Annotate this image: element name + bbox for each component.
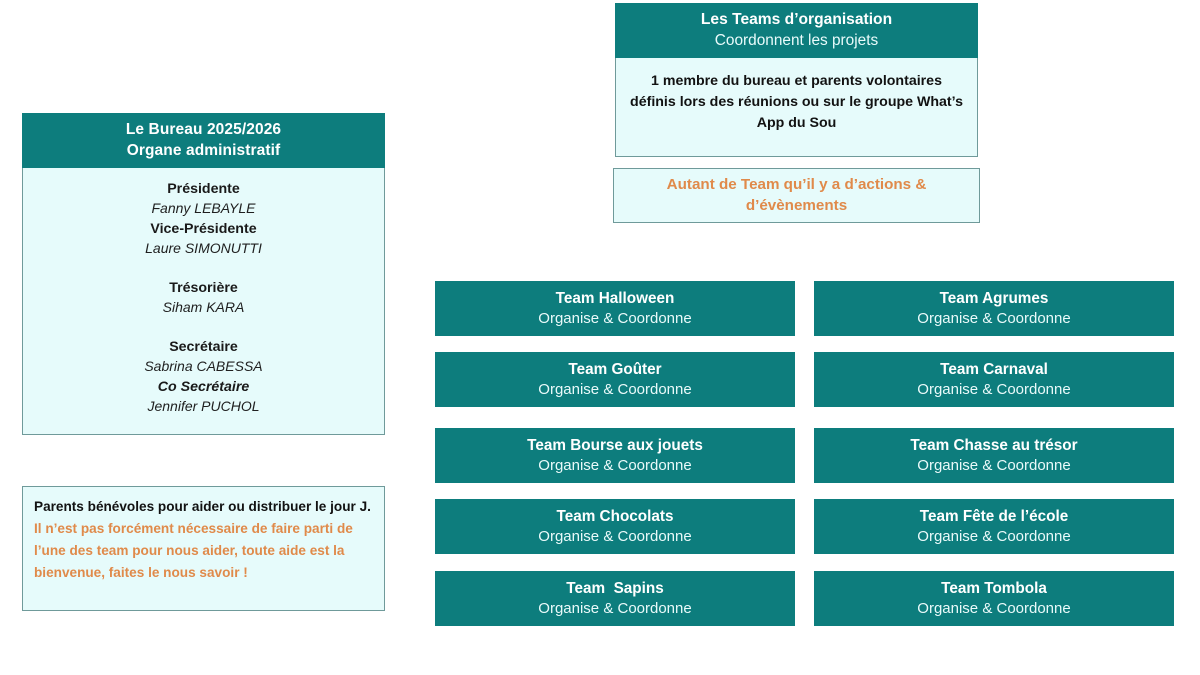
bureau-title-line1: Le Bureau 2025/2026 [125, 120, 282, 138]
team-subtitle: Organise & Coordonne [538, 380, 692, 398]
team-subtitle: Organise & Coordonne [917, 456, 1071, 474]
teams-callout-text: Autant de Team qu’il y a d’actions & d’é… [666, 175, 927, 214]
bureau-member-list: Présidente Fanny LEBAYLE Vice-Présidente… [22, 168, 385, 435]
note-orange-part: Il n’est pas forcément nécessaire de fai… [34, 521, 353, 581]
team-subtitle: Organise & Coordonne [917, 527, 1071, 545]
bureau-person: Jennifer PUCHOL [147, 398, 260, 415]
team-name: Team Chasse au trésor [910, 436, 1078, 454]
team-subtitle: Organise & Coordonne [538, 599, 692, 617]
note-dark-part: Parents bénévoles pour aider ou distribu… [34, 499, 371, 514]
bureau-person: Laure SIMONUTTI [145, 240, 262, 257]
bureau-role: Présidente [167, 181, 240, 197]
team-name: Team Tombola [941, 579, 1047, 597]
bureau-role: Secrétaire [169, 339, 238, 356]
team-name: Team Agrumes [939, 289, 1049, 307]
bureau-title-line2: Organe administratif [126, 141, 281, 159]
team-name: Team Carnaval [940, 360, 1048, 378]
teams-callout-box: Autant de Team qu’il y a d’actions & d’é… [613, 168, 980, 223]
team-subtitle: Organise & Coordonne [538, 456, 692, 474]
bureau-role: Co Secrétaire [157, 379, 250, 396]
team-subtitle: Organise & Coordonne [917, 380, 1071, 398]
bureau-person: Siham KARA [162, 299, 245, 316]
teams-description-box: 1 membre du bureau et parents volontaire… [615, 58, 978, 157]
team-subtitle: Organise & Coordonne [917, 309, 1071, 327]
bureau-role: Trésorière [169, 280, 238, 297]
team-subtitle: Organise & Coordonne [538, 527, 692, 545]
bureau-role: Vice-Présidente [150, 221, 257, 238]
team-subtitle: Organise & Coordonne [538, 309, 692, 327]
team-name: Team Halloween [555, 289, 675, 307]
team-name: Team Bourse aux jouets [527, 436, 703, 454]
team-subtitle: Organise & Coordonne [917, 599, 1071, 617]
spacer [33, 259, 374, 278]
teams-header: Les Teams d’organisation Coordonnent les… [615, 3, 978, 58]
team-name: Team Goûter [568, 360, 662, 378]
team-name: Team Chocolats [556, 507, 674, 525]
volunteer-note-text: Parents bénévoles pour aider ou distribu… [34, 496, 373, 584]
teams-header-subtitle: Coordonnent les projets [714, 31, 879, 49]
volunteer-note-box: Parents bénévoles pour aider ou distribu… [22, 486, 385, 611]
bureau-person: Sabrina CABESSA [144, 358, 263, 375]
team-name: Team Sapins [566, 579, 664, 597]
teams-header-title: Les Teams d’organisation [700, 11, 893, 29]
spacer [33, 318, 374, 337]
bureau-person: Fanny LEBAYLE [151, 200, 256, 217]
bureau-header: Le Bureau 2025/2026 Organe administratif [22, 113, 385, 168]
teams-description-text: 1 membre du bureau et parents volontaire… [630, 73, 963, 132]
team-name: Team Fête de l’école [919, 507, 1069, 525]
